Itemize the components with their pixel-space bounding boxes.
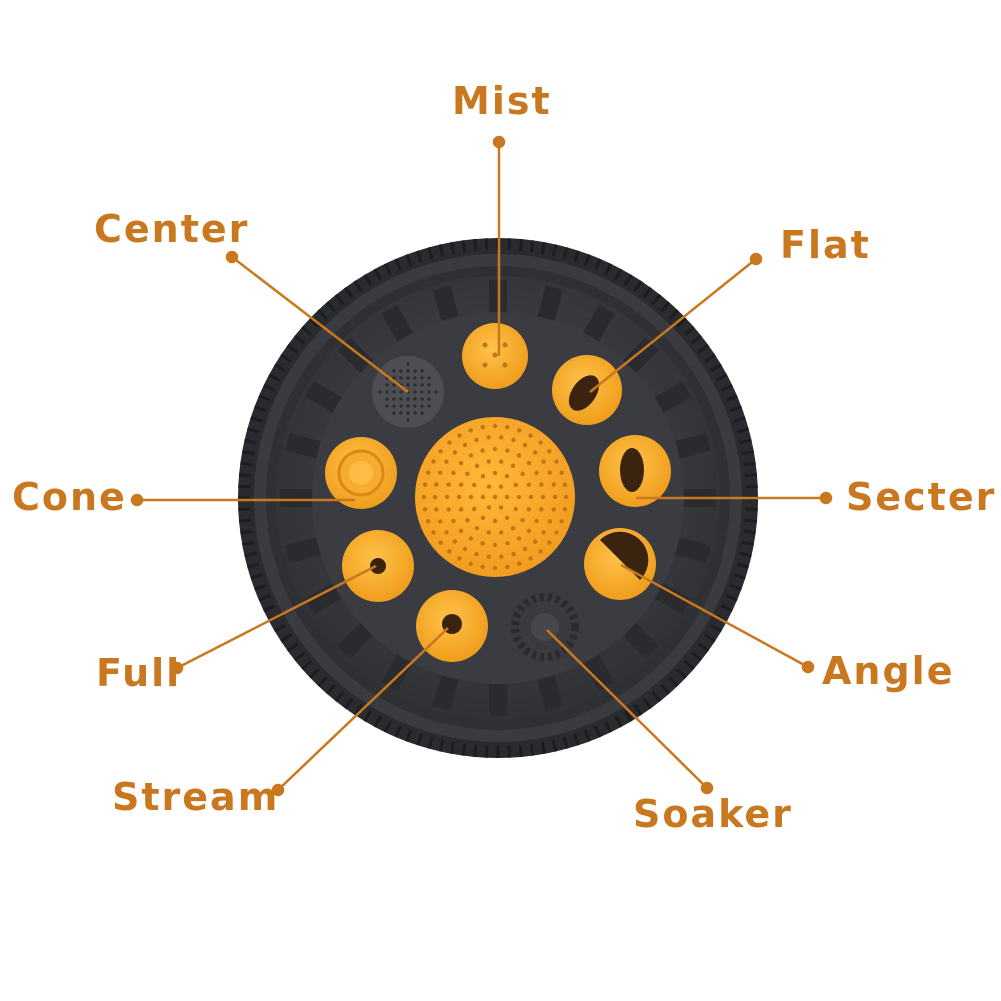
soaker-leader-dot [700,781,714,795]
stream-nozzle [416,590,488,662]
stream-leader-line [277,627,449,791]
stream-leader-dot [271,783,285,797]
full-nozzle [342,530,414,602]
leader-lines [130,135,833,797]
flat-nozzle [552,355,622,425]
label-stream: Stream [112,775,280,819]
angle-nozzle [584,528,656,600]
secter-nozzle [599,435,671,507]
label-cone: Cone [12,475,127,519]
center-leader-dot [225,250,239,264]
label-secter: Secter [846,475,997,519]
flat-leader-line [589,258,757,393]
label-mist: Mist [452,79,552,123]
mist-nozzle [462,323,528,389]
angle-leader-line [620,563,809,669]
mist-leader-dot [492,135,506,149]
flat-leader-dot [749,252,763,266]
full-leader-dot [170,661,184,675]
center-shower-nozzle [415,417,575,577]
label-angle: Angle [822,649,955,693]
full-leader-line [176,564,377,670]
label-center: Center [94,207,250,251]
soaker-leader-line [546,629,708,789]
cone-nozzle [325,437,397,509]
angle-leader-dot [801,660,815,674]
label-full: Full [96,651,182,695]
center-leader-line [231,256,409,393]
label-soaker: Soaker [633,792,793,836]
secter-leader-dot [819,491,833,505]
cone-leader-dot [130,493,144,507]
label-flat: Flat [780,223,871,267]
